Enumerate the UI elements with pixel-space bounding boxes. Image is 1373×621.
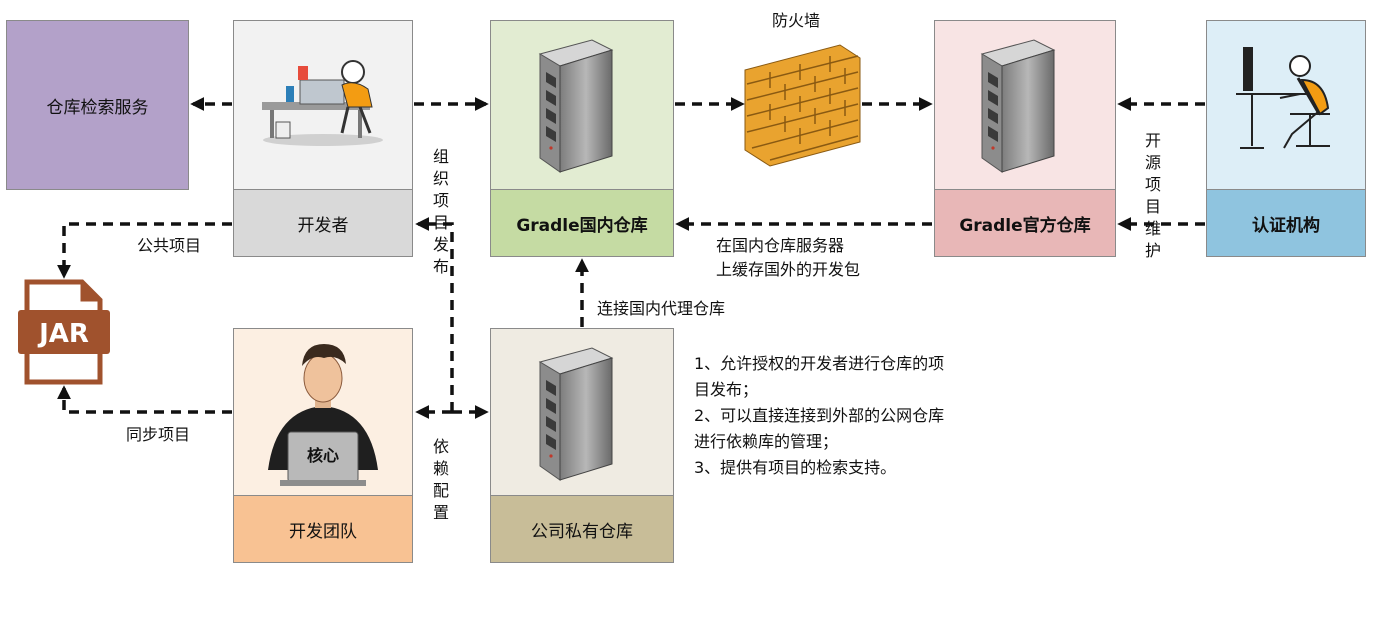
org-publish-label: 组织 项目 发布 xyxy=(432,147,449,276)
gradle-official-server-icon xyxy=(981,39,1055,173)
arrow-team-to-jar xyxy=(57,385,232,414)
company-server-icon xyxy=(539,347,613,481)
core-developer-illustration xyxy=(268,344,378,486)
company-repo-label: 公司私有仓库 xyxy=(531,521,633,542)
cert-org-label: 认证机构 xyxy=(1252,215,1320,236)
note-line: 2、可以直接连接到外部的公网仓库 xyxy=(694,406,945,425)
dev-team-label: 开发团队 xyxy=(289,521,357,542)
search-service-label: 仓库检索服务 xyxy=(46,97,149,118)
firewall-label: 防火墙 xyxy=(772,11,821,30)
developer-desk-illustration xyxy=(262,60,383,146)
jar-file-icon xyxy=(18,279,110,385)
public-project-label: 公共项目 xyxy=(137,236,202,255)
features-note: 1、允许授权的开发者进行仓库的项 目发布； 2、可以直接连接到外部的公网仓库 进… xyxy=(694,351,944,481)
developer-node: 开发者 xyxy=(233,189,413,257)
note-line: 3、提供有项目的检索支持。 xyxy=(694,458,897,477)
gradle-official-label: Gradle官方仓库 xyxy=(959,215,1091,236)
connect-proxy-label: 连接国内代理仓库 xyxy=(597,299,726,318)
developer-label: 开发者 xyxy=(297,215,349,236)
arrow-developer-to-jar xyxy=(57,222,232,279)
cert-org-node: 认证机构 xyxy=(1206,189,1366,257)
gradle-cn-server-icon xyxy=(539,39,613,173)
firewall-icon xyxy=(744,44,861,167)
note-line: 1、允许授权的开发者进行仓库的项 xyxy=(694,354,945,373)
note-line: 进行依赖库的管理； xyxy=(694,432,839,451)
core-label: 核心 xyxy=(307,446,339,465)
certifier-illustration xyxy=(1236,47,1330,149)
gradle-cn-node: Gradle国内仓库 xyxy=(490,189,674,257)
gradle-cn-label: Gradle国内仓库 xyxy=(516,215,648,236)
arrow-publish-to-developer xyxy=(415,217,454,412)
dev-team-node: 开发团队 xyxy=(233,495,413,563)
sync-project-label: 同步项目 xyxy=(126,425,191,444)
jar-label: JAR xyxy=(37,319,89,349)
dependency-config-label: 依赖 配置 xyxy=(432,437,449,522)
note-line: 目发布； xyxy=(694,380,759,399)
cache-note: 在国内仓库服务器 上缓存国外的开发包 xyxy=(716,236,861,279)
open-source-maint-label: 开源 项目 维护 xyxy=(1144,131,1161,260)
search-service-node: 仓库检索服务 xyxy=(6,20,189,190)
gradle-official-node: Gradle官方仓库 xyxy=(934,189,1116,257)
company-repo-node: 公司私有仓库 xyxy=(490,495,674,563)
